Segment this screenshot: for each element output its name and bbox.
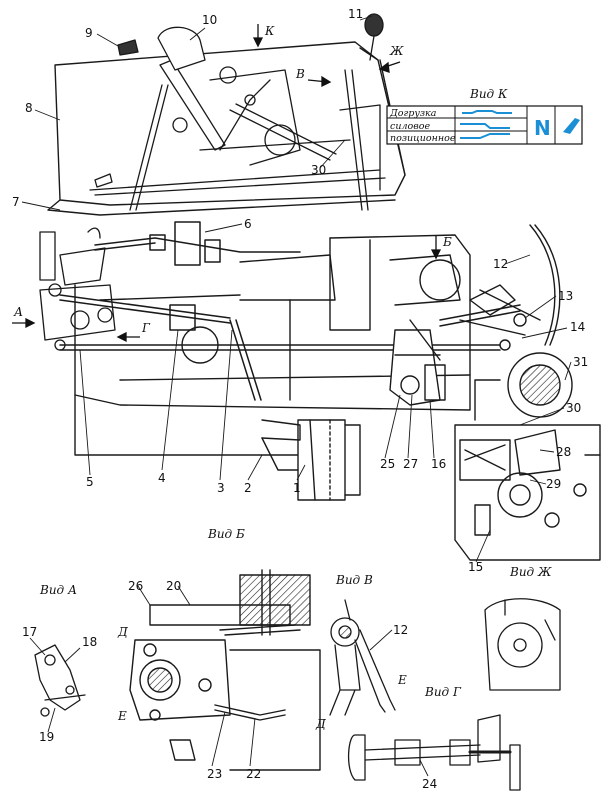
- distributor-housing: [454, 424, 601, 561]
- callout-26: 26: [128, 579, 143, 593]
- callout-8: 8: [25, 101, 33, 115]
- callout-15: 15: [468, 560, 483, 574]
- callout-17: 17: [22, 625, 37, 639]
- callout-2: 2: [244, 481, 252, 495]
- vid-k-legend-table: [386, 105, 583, 145]
- view-title-k: Вид К: [469, 87, 508, 101]
- callout-25: 25: [380, 457, 395, 471]
- callout-23: 23: [207, 767, 222, 781]
- callout-19: 19: [39, 730, 54, 744]
- position-mode-icon: [460, 133, 510, 139]
- label-e: Е: [117, 709, 127, 723]
- view-b-detail: [129, 569, 321, 771]
- arrow-letter-v: В: [295, 67, 305, 81]
- cam-roller-31: [474, 352, 573, 421]
- arrow-letter-b: Б: [442, 235, 452, 249]
- callout-30-upper: 30: [311, 163, 326, 177]
- callout-18: 18: [82, 635, 97, 649]
- arrow-letter-g: Г: [141, 321, 151, 335]
- lever-knob-10: [157, 26, 206, 71]
- right-linkage: [459, 224, 561, 351]
- callout-numbers: 1 2 3 4 5 6 7 8 9 10 11 12 13 14 15 16 1…: [12, 7, 588, 791]
- callout-30-lower: 30: [566, 401, 581, 415]
- view-titles: Вид К Вид Б Вид А Вид В Вид Г Вид Ж: [39, 87, 552, 699]
- callout-7: 7: [12, 195, 20, 209]
- callout-27: 27: [403, 457, 418, 471]
- callout-29: 29: [546, 477, 561, 491]
- callout-12: 12: [493, 257, 508, 271]
- legend-text: Догрузка силовое позиционное N: [389, 108, 551, 144]
- callout-6: 6: [244, 217, 252, 231]
- view-title-a: Вид А: [39, 583, 77, 597]
- callout-11: 11: [348, 7, 363, 21]
- callout-9: 9: [85, 26, 93, 40]
- label-d-view-v: Д: [315, 717, 326, 731]
- callout-22: 22: [246, 767, 261, 781]
- callout-24: 24: [422, 777, 437, 791]
- view-g-detail: [347, 714, 521, 791]
- label-d: Д: [117, 625, 128, 639]
- callout-1: 1: [293, 481, 301, 495]
- callout-10: 10: [202, 13, 217, 27]
- legend-row-load: Догрузка: [389, 108, 437, 119]
- legend-row-position: позиционное: [390, 133, 456, 144]
- callout-14: 14: [570, 320, 585, 334]
- callout-4: 4: [158, 471, 166, 485]
- callout-31: 31: [573, 355, 588, 369]
- lever-knob-9: [117, 39, 139, 56]
- label-e-view-v: Е: [397, 673, 407, 687]
- arrow-letter-k: К: [264, 24, 275, 38]
- view-title-b: Вид Б: [207, 527, 245, 541]
- legend-neutral-symbol: N: [534, 116, 551, 140]
- callout-20: 20: [166, 579, 181, 593]
- leader-lines: [21, 15, 572, 777]
- lever-knob-11: [364, 13, 384, 61]
- main-body: [74, 234, 471, 456]
- force-mode-icon: [460, 123, 510, 129]
- callout-12-view-v: 12: [393, 623, 408, 637]
- callout-28: 28: [556, 445, 571, 459]
- view-title-zh: Вид Ж: [509, 565, 552, 579]
- view-zh-detail: [484, 598, 561, 691]
- raise-arrow-icon: [563, 118, 580, 134]
- legend-row-force: силовое: [390, 121, 430, 132]
- view-arrows: [12, 24, 442, 343]
- view-title-g: Вид Г: [424, 685, 462, 699]
- arrow-letter-a: А: [13, 305, 23, 319]
- valve-assembly: [389, 319, 446, 406]
- view-a-detail: [34, 644, 86, 717]
- view-arrow-letters: К В Ж А Г Б Д Е Д Е: [13, 24, 452, 731]
- pump-1: [261, 419, 361, 501]
- callout-13: 13: [558, 289, 573, 303]
- arrow-letter-zh: Ж: [389, 44, 404, 58]
- callout-16: 16: [431, 457, 446, 471]
- view-title-v: Вид В: [335, 573, 373, 587]
- load-mode-icon: [462, 110, 512, 114]
- callout-3: 3: [217, 481, 225, 495]
- control-levers: [89, 59, 386, 211]
- callout-5: 5: [86, 475, 94, 489]
- left-lever-assembly: [39, 227, 116, 351]
- view-v-detail: [329, 599, 396, 716]
